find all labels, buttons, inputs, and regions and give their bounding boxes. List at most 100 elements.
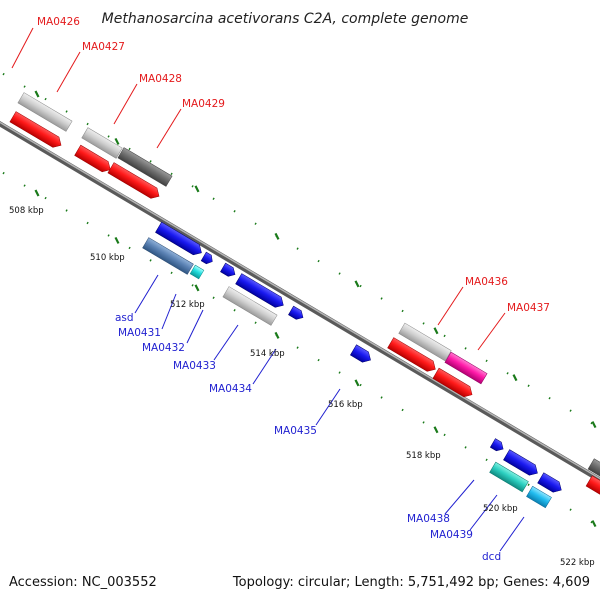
label-leader-line (444, 479, 475, 515)
tick-label: 512 kbp (170, 300, 205, 310)
genome-backbone (0, 121, 600, 483)
track-dot (86, 122, 89, 126)
feature-arrow-blue (220, 262, 236, 277)
track-dot (401, 408, 404, 412)
label-leader-line (477, 312, 506, 351)
gene-label[interactable]: MA0432 (142, 342, 185, 354)
gene-label[interactable]: MA0429 (182, 98, 225, 110)
track-dot (2, 171, 5, 175)
track-dot (107, 135, 110, 138)
major-tick (354, 280, 360, 288)
feature-block-darkgrey (117, 147, 173, 187)
track-dot (380, 396, 383, 399)
track-dot (590, 520, 593, 524)
track-dot (2, 72, 5, 76)
label-leader-line (469, 494, 498, 531)
track-dot (422, 322, 425, 325)
feature-arrow-red (432, 367, 473, 398)
feature-arrow-red (74, 144, 111, 173)
track-dot (380, 297, 383, 300)
genome-summary-text: Topology: circular; Length: 5,751,492 bp… (232, 575, 590, 590)
gene-label[interactable]: MA0426 (37, 16, 80, 28)
track-dot (422, 421, 425, 424)
label-leader-line (315, 388, 341, 426)
track-dot (44, 97, 47, 101)
track-dot (128, 246, 131, 250)
feature-block-teal (489, 461, 529, 493)
track-dot (317, 259, 320, 263)
tick-tracks (2, 72, 593, 524)
track-dot (44, 196, 47, 200)
feature-arrow-blue (155, 221, 202, 256)
label-leader-line (161, 293, 177, 330)
gene-label[interactable]: MA0439 (430, 529, 473, 541)
track-dot (464, 446, 467, 449)
gene-label[interactable]: asd (115, 312, 134, 324)
track-dot (359, 383, 362, 387)
track-dot (212, 296, 215, 299)
track-dot (149, 160, 152, 163)
label-leader-line (56, 51, 81, 93)
track-dot (191, 284, 194, 287)
track-dot (254, 222, 257, 225)
feature-block-grey (222, 286, 278, 326)
major-tick (274, 232, 280, 240)
gene-label[interactable]: MA0436 (465, 276, 508, 288)
track-dot (254, 321, 257, 324)
major-tick (354, 379, 360, 387)
major-tick (512, 374, 518, 382)
track-dot (548, 396, 551, 400)
track-dot (128, 147, 131, 151)
major-tick (194, 284, 200, 292)
track-dot (86, 221, 89, 225)
gene-label[interactable]: MA0437 (507, 302, 550, 314)
track-dot (338, 371, 341, 374)
feature-arrow-blue (235, 273, 284, 308)
track-dot (338, 272, 341, 275)
track-dot (296, 346, 299, 349)
feature-arrow-blue (489, 438, 504, 452)
label-leader-line (437, 286, 464, 326)
track-dot (485, 359, 488, 363)
major-tick (433, 426, 439, 434)
major-tick (591, 421, 597, 429)
genome-backbone-highlight (0, 121, 600, 480)
track-dot (23, 85, 26, 88)
track-dot (506, 372, 509, 375)
gene-label[interactable]: MA0431 (118, 327, 161, 339)
gene-label[interactable]: MA0435 (274, 425, 317, 437)
track-dot (359, 284, 362, 288)
track-dot (569, 409, 572, 412)
major-tick (194, 185, 200, 193)
gene-label[interactable]: MA0438 (407, 513, 450, 525)
label-leader-line (113, 83, 138, 125)
gene-label[interactable]: MA0433 (173, 360, 216, 372)
tick-label: 522 kbp (560, 558, 595, 568)
feature-block-magenta (444, 351, 488, 385)
track-dot (443, 433, 446, 437)
tick-label: 514 kbp (250, 349, 285, 359)
gene-label[interactable]: MA0428 (139, 73, 182, 85)
tick-label: 520 kbp (483, 504, 518, 514)
track-dot (464, 347, 467, 350)
map-title: Methanosarcina acetivorans C2A, complete… (102, 11, 469, 27)
tick-label: 508 kbp (9, 206, 44, 216)
track-dot (233, 210, 236, 213)
feature-arrow-red (387, 337, 436, 372)
label-leader-line (499, 516, 525, 552)
gene-label[interactable]: MA0427 (82, 41, 125, 53)
track-dot (65, 209, 68, 212)
feature-arrow-blue (537, 472, 562, 493)
track-dot (233, 309, 236, 312)
track-dot (401, 309, 404, 313)
track-dot (569, 508, 572, 511)
gene-label[interactable]: MA0434 (209, 383, 252, 395)
track-dot (443, 334, 446, 338)
major-tick (274, 331, 280, 339)
feature-block-cyan (189, 264, 205, 280)
gene-label[interactable]: dcd (482, 551, 501, 563)
gene-labels: MA0426 MA0427 MA0428 MA0429 asd MA0431 M… (37, 16, 550, 563)
track-dot (590, 421, 593, 425)
tick-labels: 508 kbp 510 kbp 512 kbp 514 kbp 516 kbp … (9, 206, 595, 568)
label-leader-line (156, 108, 182, 149)
